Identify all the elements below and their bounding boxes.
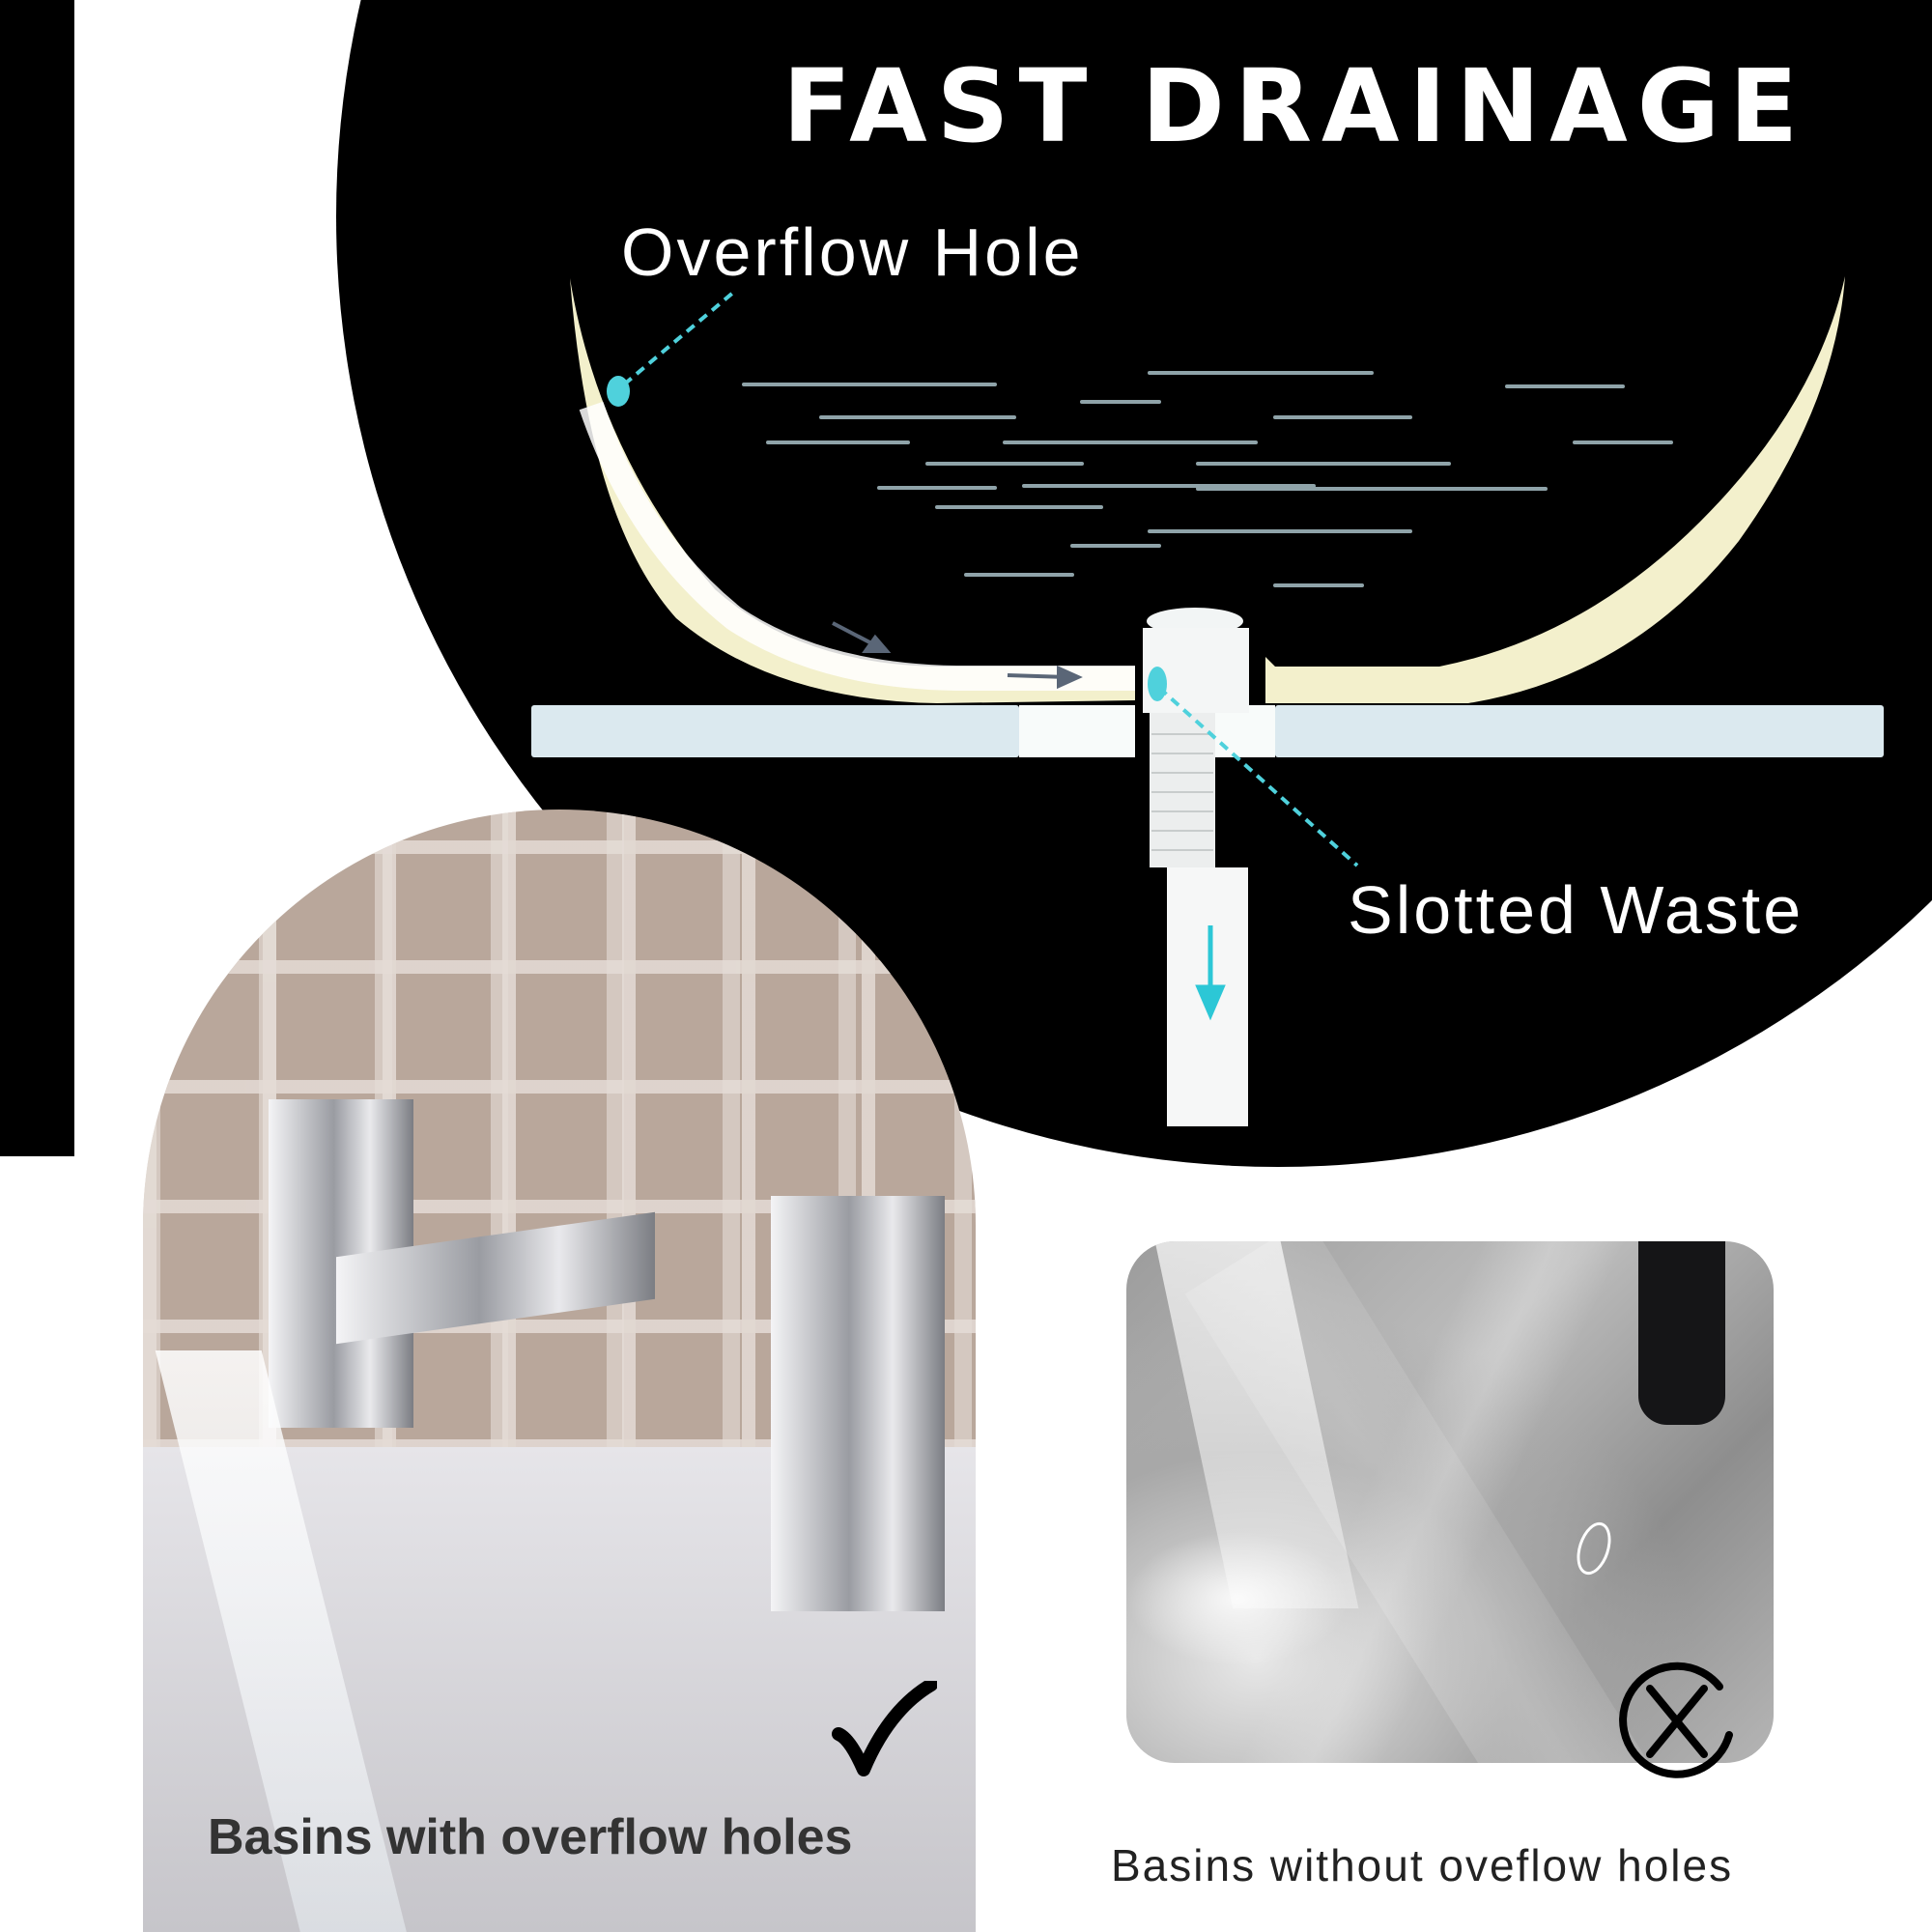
countertop-left <box>531 705 1019 757</box>
countertop-right <box>1275 705 1884 757</box>
flow-arrow-icon <box>832 621 892 653</box>
with-overflow-caption: Basins with overflow holes <box>208 1809 853 1865</box>
check-icon <box>832 1681 937 1776</box>
slotted-waste-label: Slotted Waste <box>1348 872 1804 948</box>
missing-hole-marker <box>1571 1518 1617 1579</box>
drain-thread <box>1150 713 1215 867</box>
slotted-callout-line <box>1157 686 1359 867</box>
x-circle-icon <box>1619 1662 1733 1778</box>
water-splash <box>1126 1531 1349 1666</box>
basin-without-overflow-photo <box>1126 1241 1774 1763</box>
overflow-hole-label: Overflow Hole <box>621 214 1084 290</box>
page-title: FAST DRAINAGE <box>782 47 1808 165</box>
without-overflow-caption: Basins without oveflow holes <box>1111 1840 1734 1890</box>
faucet-right-handle <box>771 1196 945 1611</box>
drain-down-arrow-icon <box>1195 925 1226 1021</box>
basin-with-overflow-photo <box>143 810 976 1932</box>
overflow-callout-line <box>622 290 736 386</box>
water-lines <box>742 371 1673 587</box>
left-accent-bar <box>0 0 74 1156</box>
flow-arrow-icon <box>1007 665 1083 690</box>
black-faucet <box>1638 1241 1725 1425</box>
basin-shell <box>570 278 1135 703</box>
